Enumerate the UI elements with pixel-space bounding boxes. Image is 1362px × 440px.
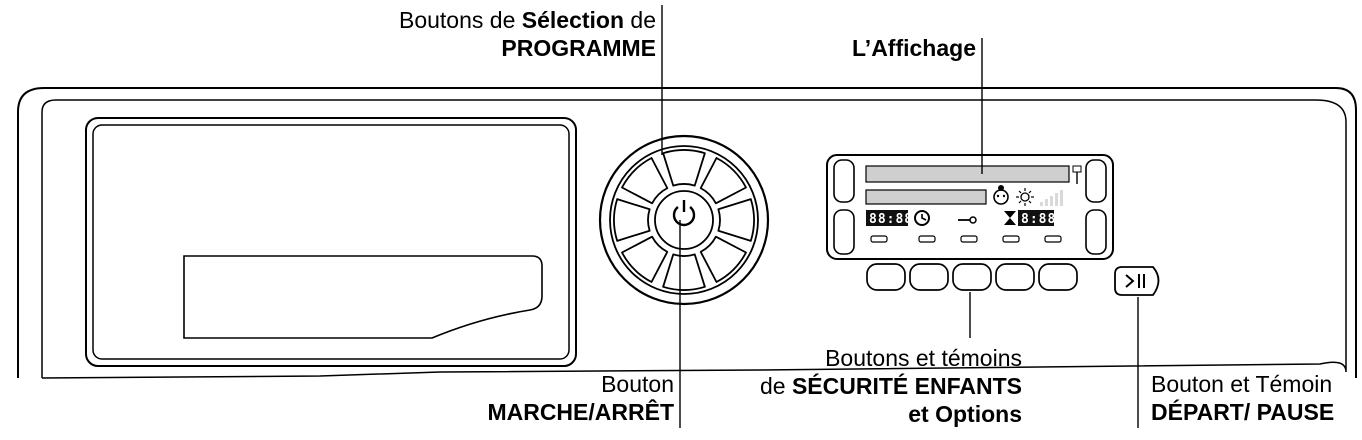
hourglass-icon [1004, 211, 1016, 225]
label-display: L’Affichage [852, 35, 976, 61]
key-icon [958, 216, 977, 224]
start-pause-button[interactable] [1114, 266, 1160, 296]
signal-level-bars [1040, 190, 1063, 206]
drawer-handle[interactable] [183, 255, 543, 339]
label-programme-selection: Boutons de Sélection de PROGRAMME [398, 7, 656, 61]
sun-icon [1016, 188, 1034, 206]
display-side-button-bottom-left[interactable] [833, 209, 855, 255]
digits-left: 88:88 [869, 212, 913, 227]
power-icon[interactable] [672, 200, 696, 227]
indicator-led-5 [1044, 235, 1062, 243]
indicator-led-3 [960, 235, 978, 243]
digits-left-box [866, 210, 908, 226]
indicator-led-1 [870, 235, 888, 243]
programme-button-3[interactable] [717, 198, 755, 242]
option-button-3[interactable] [952, 263, 992, 291]
digits-right-box [1018, 210, 1054, 226]
option-buttons-row [866, 263, 1078, 291]
option-button-5[interactable] [1038, 263, 1078, 291]
option-button-1[interactable] [866, 263, 906, 291]
clock-icon [914, 210, 930, 226]
label-start-pause: Bouton et Témoin DÉPART/ PAUSE [1151, 371, 1335, 425]
display-window: 88:88 8:88 [826, 154, 1114, 260]
programme-button-5[interactable] [662, 253, 706, 291]
detergent-drawer[interactable] [85, 117, 577, 367]
play-pause-icon [1125, 274, 1145, 288]
label-on-off-button: Bouton MARCHE/ARRÊT [487, 371, 674, 425]
option-button-4[interactable] [995, 263, 1035, 291]
display-side-button-top-left[interactable] [833, 159, 855, 203]
programme-button-8[interactable] [621, 157, 669, 205]
indicator-led-4 [1002, 235, 1020, 243]
programme-button-7[interactable] [613, 198, 651, 242]
programme-button-6[interactable] [621, 235, 669, 283]
antenna-icon [1072, 165, 1082, 184]
programme-selector-dial[interactable] [598, 134, 770, 306]
programme-buttons-ring[interactable] [613, 149, 755, 291]
label-child-lock-options: Boutons et témoins de SÉCURITÉ ENFANTS e… [759, 345, 1022, 427]
display-side-button-top-right[interactable] [1085, 159, 1107, 203]
indicator-led-2 [918, 235, 936, 243]
panel-inner-outline [41, 99, 1347, 379]
programme-text-bar [865, 165, 1070, 183]
leader-lines [661, 5, 1139, 428]
display-side-button-bottom-right[interactable] [1085, 209, 1107, 255]
baby-icon [993, 185, 1009, 205]
programme-button-1[interactable] [662, 149, 706, 187]
option-button-2[interactable] [909, 263, 949, 291]
status-text-bar [865, 189, 987, 205]
programme-button-4[interactable] [699, 235, 747, 283]
programme-button-2[interactable] [699, 157, 747, 205]
panel-outline [17, 87, 1357, 378]
digits-right: 8:88 [1021, 212, 1056, 227]
